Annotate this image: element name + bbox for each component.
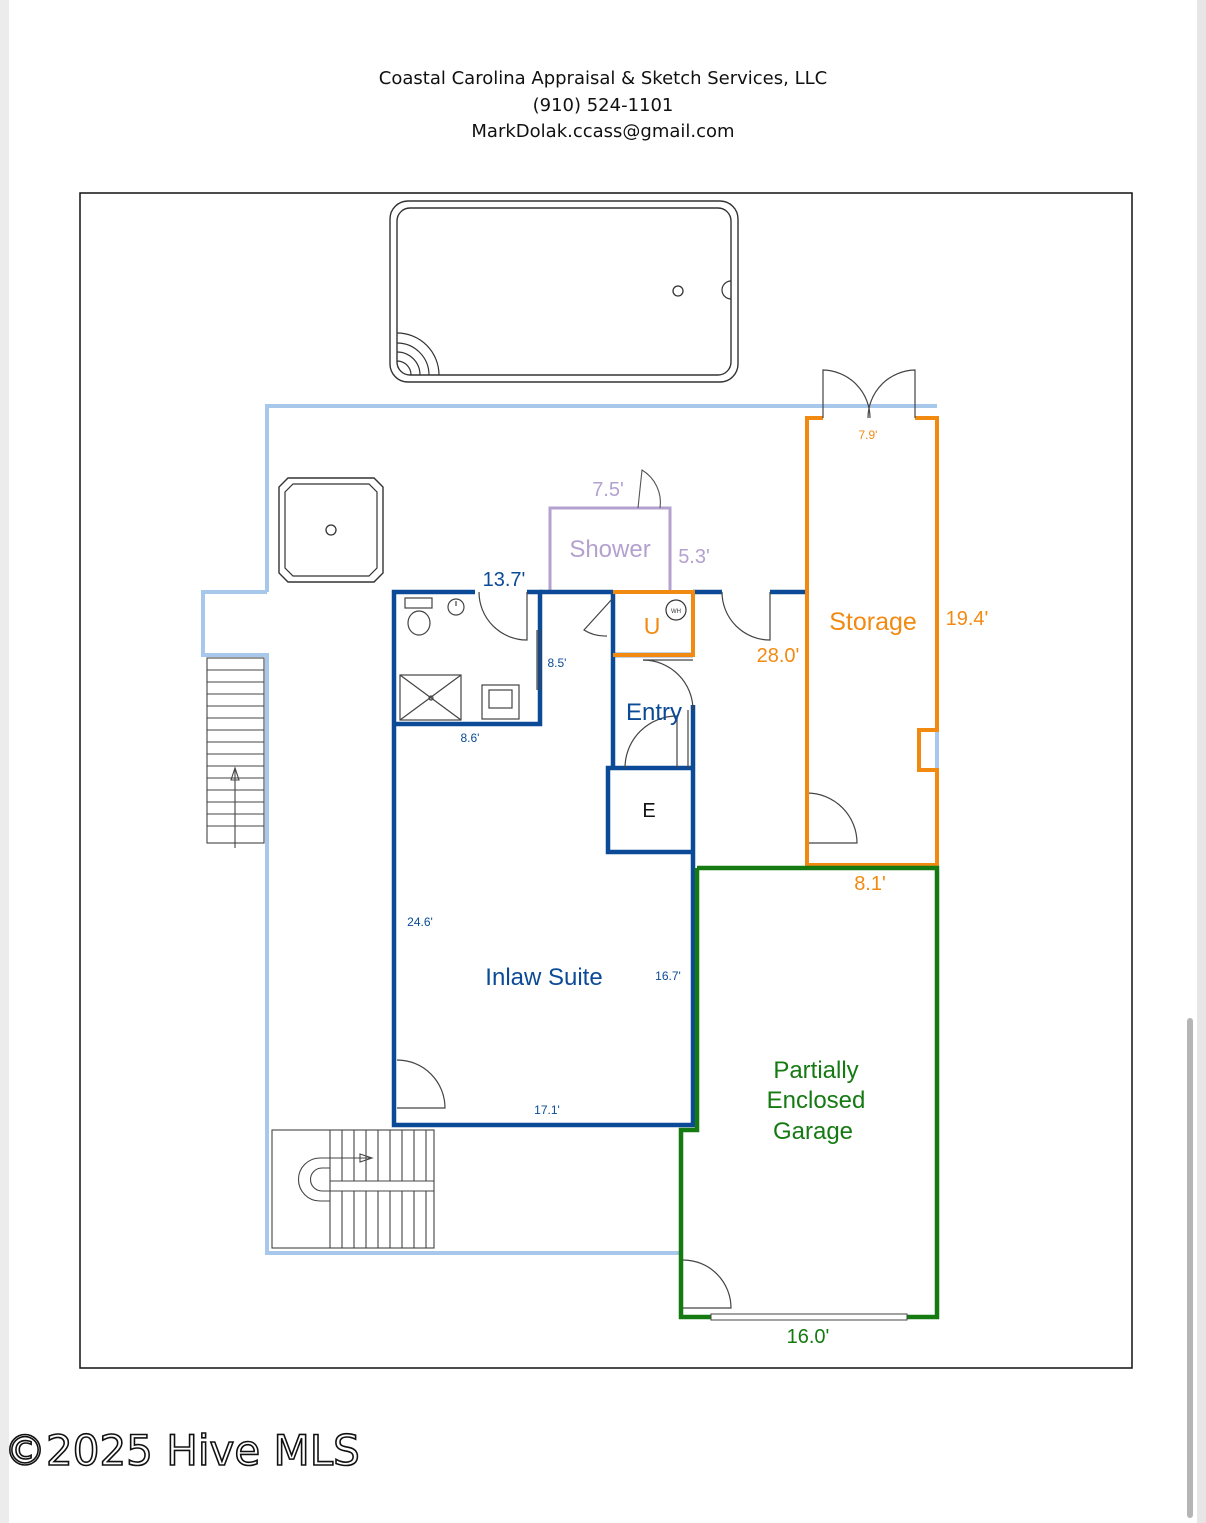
storage-label: Storage [829,608,917,636]
company-name: Coastal Carolina Appraisal & Sketch Serv… [378,68,828,89]
page-edge-left [0,0,9,1523]
dim-bath-bottom: 8.6' [461,731,480,745]
inlaw-suite-walls [391,589,807,1128]
pool-steps-icon [396,332,440,376]
dim-garage-bottom: 16.0' [787,1326,830,1348]
sketch-header: Coastal Carolina Appraisal & Sketch Serv… [0,66,1206,146]
garage-label-line1: Partially [773,1057,858,1084]
hot-tub [278,477,384,583]
dim-suite-left: 24.6' [407,915,433,929]
dim-storage-bottom: 8.1' [854,873,886,895]
shower-stall-icon [399,674,462,721]
bottom-stairs [271,1129,435,1249]
vanity-icon [481,684,520,720]
bath-door-icon [478,591,528,641]
dim-storage-right: 19.4' [946,608,989,630]
company-phone: (910) 524-1101 [532,94,674,116]
sketch-frame [79,192,1133,1369]
toilet-tank-icon [404,597,433,609]
dim-bath-inner-right: 8.5' [548,656,567,670]
pool [389,200,739,383]
bath-fixtures [399,591,614,721]
garage-door-icon [710,1313,908,1321]
pool-drain-icon [672,285,684,297]
dim-suite-bottom: 17.1' [534,1103,560,1117]
dim-porch-width: 28.0' [757,645,800,667]
garage-label-line2: Enclosed [767,1087,866,1114]
inlaw-suite-label: Inlaw Suite [485,964,602,991]
utility-room [613,590,695,657]
toilet-icon [407,610,431,636]
utility-label: U [644,613,661,639]
storage-double-door-icon [822,369,916,419]
garage-label-line3: Garage [773,1118,853,1145]
elevator-label: E [642,800,655,822]
scrollbar-thumb[interactable] [1187,1018,1193,1518]
dim-storage-top: 7.9' [859,428,878,442]
left-stairs [206,657,265,848]
storage-walls [805,416,939,867]
company-email: MarkDolak.ccass@gmail.com [471,121,735,142]
page-edge-right [1197,0,1206,1523]
dim-suite-right: 16.7' [655,969,681,983]
entry-label: Entry [626,699,682,726]
copyright-watermark: ©2025 Hive MLS [3,1425,360,1476]
outdoor-shower [548,469,672,590]
water-heater-icon [665,599,687,621]
shower-label: Shower [569,536,650,563]
porch-outline [201,404,937,1255]
dim-shower-right: 5.3' [678,546,710,568]
entry-doors [396,591,858,1309]
hot-tub-jet-icon [325,524,337,536]
sink-icon [447,598,465,616]
dim-bath-top: 13.7' [483,569,526,591]
garage-walls [678,865,940,1320]
dim-shower-top: 7.5' [592,479,624,501]
water-heater-label: WH [671,609,681,615]
